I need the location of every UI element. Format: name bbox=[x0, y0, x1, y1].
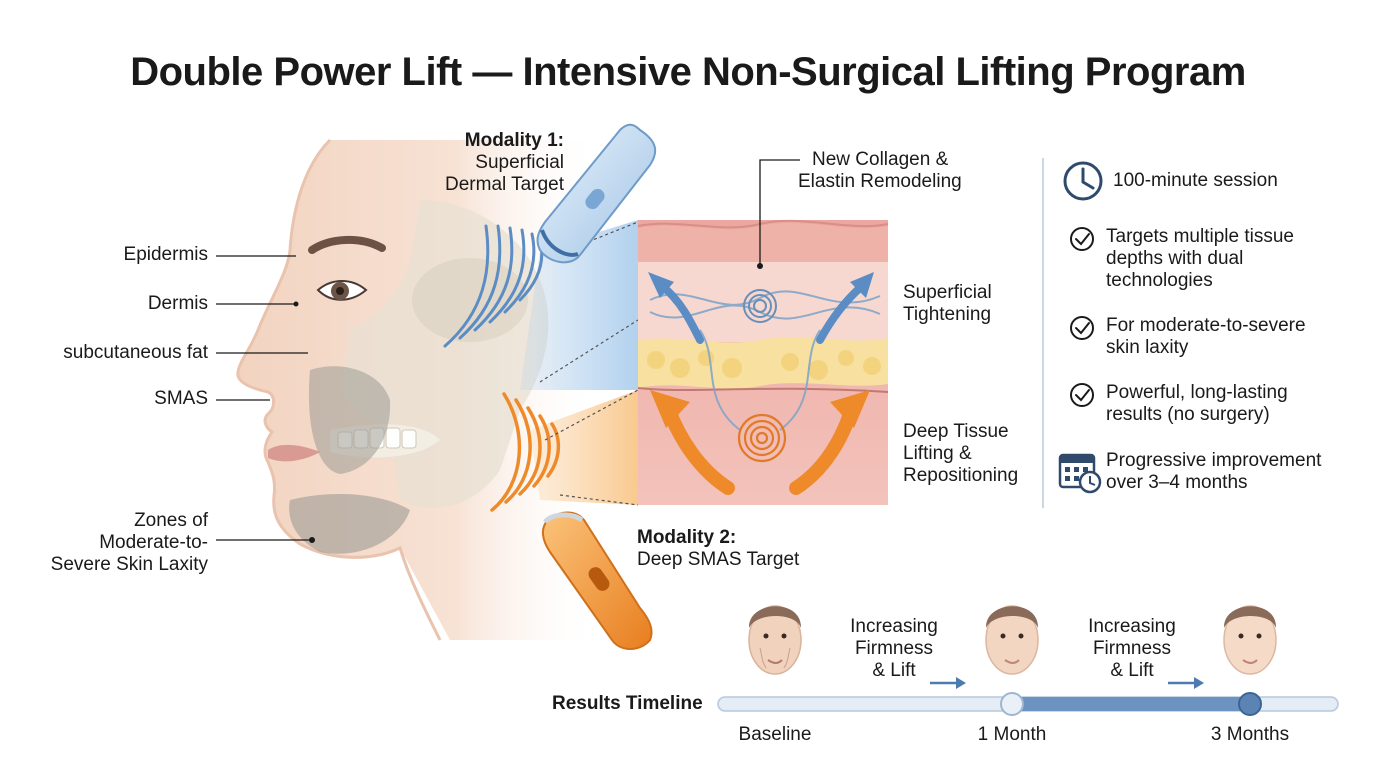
callout-superficial-tightening: Superficial Tightening bbox=[903, 282, 992, 325]
feature-progress: Progressive improvement over 3–4 months bbox=[1106, 450, 1322, 493]
feature-item-3: Powerful, long-lasting results (no surge… bbox=[1106, 382, 1288, 425]
leader-lines bbox=[216, 159, 800, 541]
face-3-months bbox=[1223, 605, 1277, 675]
arrow-right-icon bbox=[930, 677, 966, 689]
face-baseline bbox=[748, 605, 802, 675]
callout-deep-tissue: Deep Tissue Lifting & Repositioning bbox=[903, 421, 1019, 486]
milestone-3-months: 3 Months bbox=[1210, 724, 1290, 745]
lifting-arrows bbox=[650, 390, 870, 495]
timeline-step-text-1: Increasing Firmness & Lift bbox=[850, 616, 938, 681]
face-1-month bbox=[985, 605, 1039, 675]
label-subcutaneous-fat: subcutaneous fat bbox=[63, 342, 208, 363]
modality-1-label: Modality 1: Superficial Dermal Target bbox=[445, 130, 564, 195]
milestone-3-months-marker bbox=[1238, 692, 1262, 716]
blue-wave-arcs bbox=[443, 224, 544, 348]
smas-swirl bbox=[737, 413, 787, 463]
results-timeline-track bbox=[717, 677, 1339, 716]
timeline-progress-fill bbox=[1012, 697, 1250, 711]
clock-icon bbox=[1063, 161, 1103, 201]
milestone-baseline: Baseline bbox=[738, 724, 812, 745]
check-circle-icon bbox=[1070, 316, 1094, 340]
check-circle-icon bbox=[1070, 227, 1094, 251]
check-circle-icon bbox=[1070, 383, 1094, 407]
label-dermis: Dermis bbox=[147, 293, 208, 314]
orange-wave-arcs bbox=[490, 392, 561, 512]
label-laxity-zones: Zones of Moderate-to- Severe Skin Laxity bbox=[50, 510, 208, 575]
feature-item-2: For moderate-to-severe skin laxity bbox=[1106, 315, 1306, 358]
feature-item-1: Targets multiple tissue depths with dual… bbox=[1106, 226, 1294, 291]
ultrasound-beams bbox=[443, 220, 639, 512]
arrow-right-icon bbox=[1168, 677, 1204, 689]
label-epidermis: Epidermis bbox=[123, 244, 208, 265]
timeline-step-text-2: Increasing Firmness & Lift bbox=[1088, 616, 1176, 681]
tissue-cross-section bbox=[637, 219, 889, 505]
collagen-swirl bbox=[743, 289, 777, 323]
callout-collagen: New Collagen & Elastin Remodeling bbox=[798, 149, 962, 192]
calendar-clock-icon bbox=[1058, 453, 1102, 494]
probe-modality-1 bbox=[536, 123, 657, 264]
tightening-arrows bbox=[648, 272, 874, 344]
milestone-1-month: 1 Month bbox=[977, 724, 1047, 745]
page-title: Double Power Lift — Intensive Non-Surgic… bbox=[130, 50, 1246, 94]
label-smas: SMAS bbox=[154, 388, 208, 409]
feature-session: 100-minute session bbox=[1113, 170, 1278, 191]
timeline-label: Results Timeline bbox=[552, 693, 703, 714]
modality-2-label: Modality 2: Deep SMAS Target bbox=[637, 527, 800, 570]
milestone-1-month-marker bbox=[1000, 692, 1024, 716]
probe-modality-2 bbox=[542, 511, 653, 650]
